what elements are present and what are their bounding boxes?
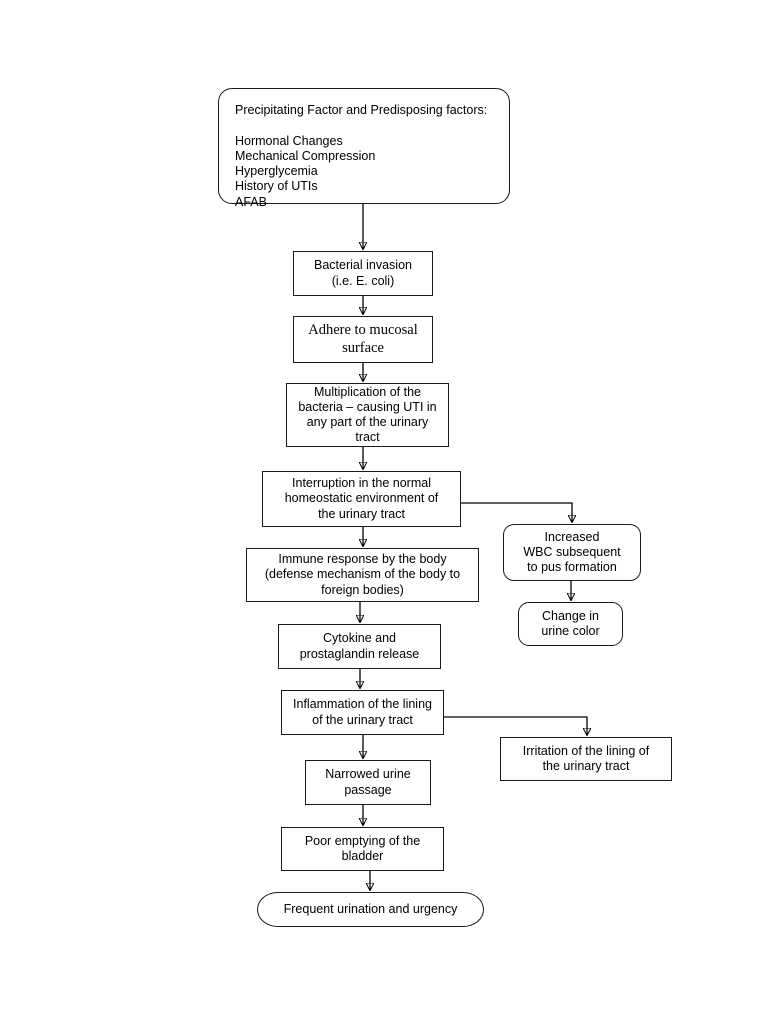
node-poor-emptying-bladder-label: Poor emptying of the bladder	[304, 833, 421, 863]
node-bacterial-invasion: Bacterial invasion (i.e. E. coli)	[293, 251, 433, 296]
node-precipitating-factors-label: Precipitating Factor and Predisposing fa…	[235, 103, 488, 209]
node-immune-response-label: Immune response by the body (defense mec…	[264, 552, 461, 597]
node-increased-wbc-label: Increased WBC subsequent to pus formatio…	[523, 529, 621, 575]
node-narrowed-urine-passage: Narrowed urine passage	[305, 760, 431, 805]
node-precipitating-factors: Precipitating Factor and Predisposing fa…	[218, 88, 510, 209]
node-multiplication-of-bacteria: Multiplication of the bacteria – causing…	[286, 383, 449, 447]
node-irritation-lining-label: Irritation of the lining of the urinary …	[522, 743, 650, 773]
node-inflammation-lining: Inflammation of the lining of the urinar…	[281, 690, 444, 735]
node-multiplication-of-bacteria-label: Multiplication of the bacteria – causing…	[298, 384, 437, 445]
node-cytokine-prostaglandin-release-label: Cytokine and prostaglandin release	[299, 631, 420, 661]
node-irritation-lining: Irritation of the lining of the urinary …	[500, 737, 672, 781]
node-adhere-mucosal-surface: Adhere to mucosal surface	[293, 316, 433, 363]
node-frequent-urination-urgency-label: Frequent urination and urgency	[283, 901, 458, 916]
node-change-in-urine-color-label: Change in urine color	[541, 608, 600, 638]
edge-interruption-to-increased-wbc	[461, 502, 572, 522]
node-bacterial-invasion-label: Bacterial invasion (i.e. E. coli)	[314, 258, 412, 288]
node-interruption-homeostasis: Interruption in the normal homeostatic e…	[262, 471, 461, 527]
node-change-in-urine-color: Change in urine color	[518, 602, 623, 646]
node-immune-response: Immune response by the body (defense mec…	[246, 548, 479, 602]
node-cytokine-prostaglandin-release: Cytokine and prostaglandin release	[278, 624, 441, 669]
node-frequent-urination-urgency: Frequent urination and urgency	[257, 892, 484, 927]
node-poor-emptying-bladder: Poor emptying of the bladder	[281, 827, 444, 871]
node-adhere-mucosal-surface-label: Adhere to mucosal surface	[308, 321, 418, 356]
node-interruption-homeostasis-label: Interruption in the normal homeostatic e…	[284, 476, 439, 521]
node-inflammation-lining-label: Inflammation of the lining of the urinar…	[293, 697, 432, 727]
node-increased-wbc: Increased WBC subsequent to pus formatio…	[503, 524, 641, 581]
edge-inflammation-to-irritation	[444, 716, 587, 735]
node-narrowed-urine-passage-label: Narrowed urine passage	[325, 767, 411, 797]
